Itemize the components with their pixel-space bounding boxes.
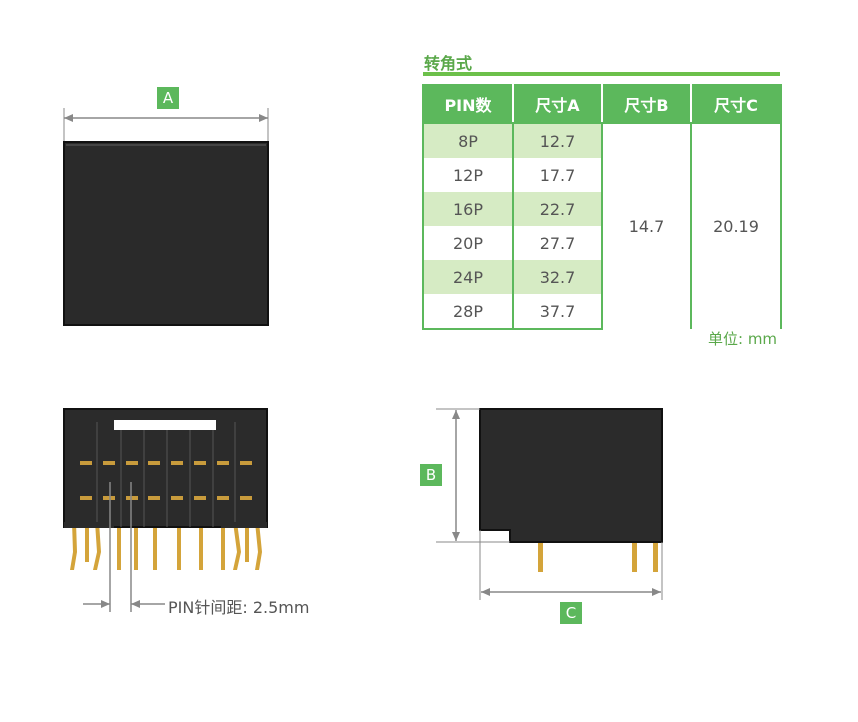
title-rule xyxy=(423,72,780,76)
dimension-c-label: C xyxy=(560,602,582,624)
table-row: 12P 17.7 xyxy=(422,158,781,192)
table-row: 24P 32.7 xyxy=(422,260,781,294)
pin-contacts-top xyxy=(80,461,252,465)
size-a-cell: 27.7 xyxy=(512,226,603,260)
connector-top-slot xyxy=(114,420,216,430)
size-a-cell: 37.7 xyxy=(512,294,603,330)
size-a-cell: 22.7 xyxy=(512,192,603,226)
dimension-a-label: A xyxy=(157,87,179,109)
pins-cell: 28P xyxy=(422,294,514,330)
connector-top-body xyxy=(63,141,269,326)
size-a-cell: 32.7 xyxy=(512,260,603,294)
table-row: 8P 12.7 14.7 20.19 xyxy=(422,123,782,329)
dimension-c xyxy=(479,530,663,600)
arrow-right xyxy=(259,114,268,122)
side-view-drawing xyxy=(436,408,663,600)
top-view-drawing xyxy=(63,108,269,326)
connector-front-body xyxy=(63,408,268,528)
table-row: 20P 27.7 xyxy=(422,226,781,260)
size-b-cell: 14.7 xyxy=(601,123,692,329)
housing-ribs xyxy=(96,422,236,527)
dimension-b-label: B xyxy=(420,464,442,486)
connector-pins xyxy=(70,520,262,570)
pin-pitch-label: PIN针间距: 2.5mm xyxy=(168,598,310,617)
table-row: 28P 37.7 xyxy=(422,294,781,330)
header-size-a: 尺寸A xyxy=(512,84,603,124)
table-row: 16P 22.7 xyxy=(422,192,781,226)
side-pins xyxy=(538,540,658,572)
dimension-b xyxy=(436,408,510,543)
header-size-c: 尺寸C xyxy=(690,84,782,124)
size-a-cell: 12.7 xyxy=(512,123,603,158)
front-view-drawing xyxy=(63,408,268,612)
size-c-cell: 20.19 xyxy=(690,123,782,329)
size-a-cell: 17.7 xyxy=(512,158,603,192)
connector-side-body xyxy=(479,408,663,543)
pins-cell: 12P xyxy=(422,158,514,192)
pins-cell: 24P xyxy=(422,260,514,294)
pins-cell: 8P xyxy=(422,123,514,158)
table-title: 转角式 xyxy=(424,54,473,73)
spec-table: PIN数 尺寸A 尺寸B 尺寸C 8P 12.7 14.7 20.19 12P … xyxy=(422,84,782,330)
pin-contacts-bottom xyxy=(80,496,252,500)
arrow-left xyxy=(64,114,73,122)
table-header-row: PIN数 尺寸A 尺寸B 尺寸C xyxy=(422,84,782,124)
pins-cell: 16P xyxy=(422,192,514,226)
pins-cell: 20P xyxy=(422,226,514,260)
unit-label: 单位: mm xyxy=(708,330,778,348)
header-pins: PIN数 xyxy=(422,84,514,124)
header-size-b: 尺寸B xyxy=(601,84,692,124)
